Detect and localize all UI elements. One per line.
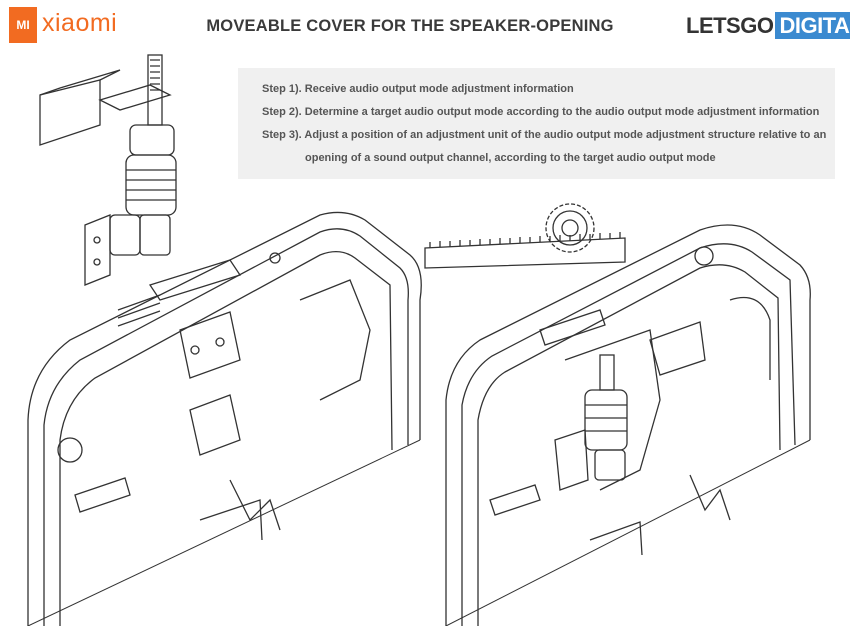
step-2: Step 2). Determine a target audio output… (262, 106, 820, 118)
gear-and-rack-mechanism (424, 203, 626, 269)
xiaomi-logo-mark: MI (9, 7, 37, 43)
steps-box: Step 1). Receive audio output mode adjus… (238, 68, 835, 179)
logo-letsgo: LETSGO (686, 13, 774, 38)
speaker-cover-assembly-exploded (39, 54, 177, 286)
letsgodigital-logo: LETSGO DIGITAL (686, 12, 850, 39)
phone-frame-left (27, 211, 422, 626)
xiaomi-logo-text: xiaomi (42, 9, 118, 37)
step-3: Step 3). Adjust a position of an adjustm… (262, 129, 827, 141)
step-1: Step 1). Receive audio output mode adjus… (262, 83, 574, 95)
page-title: MOVEABLE COVER FOR THE SPEAKER-OPENING (206, 17, 614, 35)
phone-frame-right (445, 224, 811, 626)
step-3-continued: opening of a sound output channel, accor… (305, 152, 716, 164)
logo-digital: DIGITAL (775, 12, 850, 39)
